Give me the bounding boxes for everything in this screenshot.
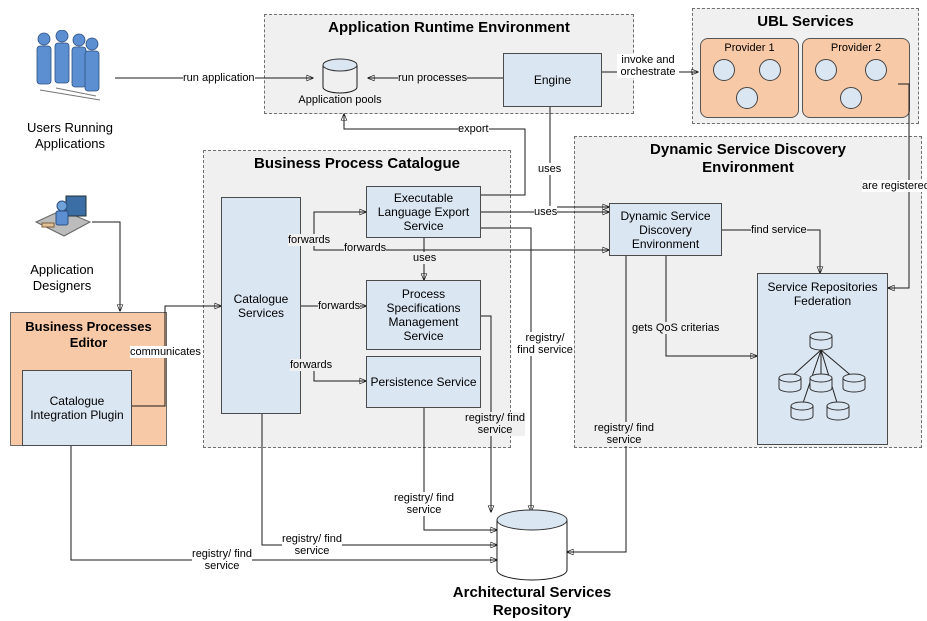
- label-uses-exec: uses: [534, 206, 558, 218]
- provider-1: Provider 1: [700, 38, 799, 118]
- edge-find-service: [722, 229, 820, 273]
- provider-2: Provider 2: [802, 38, 910, 118]
- edge-reg-process: [480, 315, 491, 512]
- label-export: export: [458, 123, 489, 135]
- label-forwards-4: forwards: [290, 359, 333, 371]
- edge-reg-dsde: [567, 256, 627, 552]
- plugin-node: Catalogue Integration Plugin: [22, 370, 132, 446]
- edge-reg-plugin: [70, 446, 497, 560]
- label-are-registered: are registered: [862, 180, 927, 192]
- label-reg-persist2: registry/ find service: [394, 492, 454, 516]
- service-circle: [713, 59, 735, 81]
- ubl-services-group: UBL Services Provider 1 Provider 2: [692, 8, 919, 124]
- application-pools-cylinder: [322, 58, 358, 94]
- label-reg-dsde: registry/ find service: [594, 422, 654, 446]
- service-circle: [840, 87, 862, 109]
- designers-label: Application Designers: [30, 262, 94, 293]
- service-circle: [759, 59, 781, 81]
- users-label: Users Running Applications: [27, 120, 113, 151]
- label-reg-persist: registry/ find service: [465, 412, 525, 436]
- label-reg-plugin: registry/ find service: [192, 548, 252, 572]
- engine-node: Engine: [503, 53, 602, 107]
- persistence-node: Persistence Service: [366, 356, 481, 408]
- service-circle: [865, 59, 887, 81]
- service-circle: [815, 59, 837, 81]
- service-circle: [736, 87, 758, 109]
- designer-icon: [34, 195, 92, 237]
- label-communicates: communicates: [130, 346, 201, 358]
- federation-databases: [778, 331, 866, 421]
- edge-forwards-exec: [300, 212, 366, 236]
- users-icon: [36, 30, 101, 101]
- edge-reg-catalogue: [261, 414, 497, 545]
- dsde-node: Dynamic Service Discovery Environment: [609, 203, 722, 256]
- process-specs-node: Process Specifications Management Servic…: [366, 280, 481, 350]
- federation-label: Service Repositories Federation: [767, 280, 878, 308]
- provider-1-label: Provider 1: [724, 42, 775, 54]
- provider-2-label: Provider 2: [830, 42, 882, 54]
- label-uses-engine: uses: [538, 163, 562, 175]
- federation-node: Service Repositories Federation: [757, 273, 888, 445]
- editor-title: Business Processes Editor: [25, 319, 152, 350]
- label-run-processes: run processes: [398, 72, 468, 84]
- label-reg-exec: registry/ find service: [516, 332, 574, 356]
- label-invoke: invoke and orchestrate: [617, 54, 679, 78]
- exec-export-node: Executable Language Export Service: [366, 186, 481, 238]
- catalogue-title: Business Process Catalogue: [254, 155, 460, 172]
- architectural-repository-cylinder: [496, 509, 568, 581]
- ubl-services-title: UBL Services: [757, 13, 854, 30]
- catalogue-services-node: Catalogue Services: [221, 197, 301, 414]
- discovery-title: Dynamic Service Discovery Environment: [650, 141, 846, 176]
- edge-designer-editor: [92, 221, 120, 311]
- edge-gets-qos: [665, 256, 757, 356]
- edge-engine-uses: [549, 107, 609, 207]
- label-forwards-1: forwards: [288, 234, 331, 246]
- runtime-environment-title: Application Runtime Environment: [328, 19, 570, 36]
- label-forwards-2: forwards: [344, 242, 387, 254]
- label-gets-qos: gets QoS criterias: [632, 322, 720, 334]
- label-run-application: run application: [183, 72, 255, 84]
- label-find-service: find service: [751, 224, 807, 236]
- edge-export: [344, 114, 526, 196]
- label-reg-catalogue: registry/ find service: [282, 533, 342, 557]
- edge-reg-persist: [423, 408, 497, 530]
- application-pools-label: Application pools: [298, 94, 382, 106]
- edge-reg-exec: [480, 227, 531, 512]
- label-forwards-3: forwards: [318, 300, 361, 312]
- label-uses-process: uses: [413, 252, 437, 264]
- repository-label: Architectural Services Repository: [452, 584, 612, 619]
